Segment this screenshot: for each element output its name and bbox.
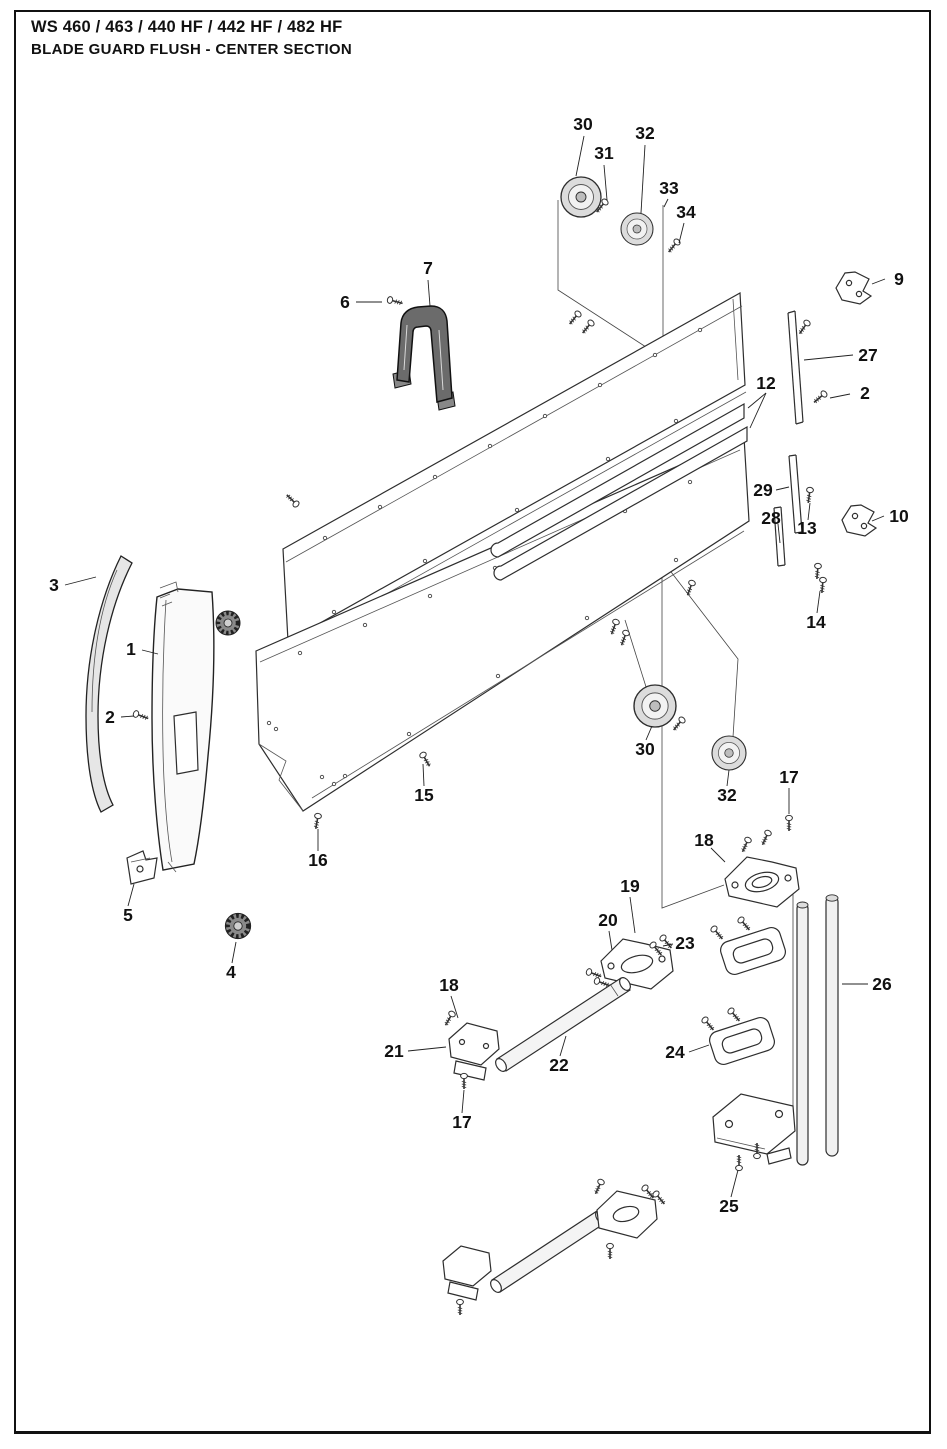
part-14-screws <box>812 562 828 595</box>
part-32-roller-top <box>620 212 654 246</box>
callout-30-top: 30 <box>573 114 593 134</box>
callout-5: 5 <box>123 905 133 925</box>
callout-2-left: 2 <box>105 707 115 727</box>
callout-16: 16 <box>308 850 328 870</box>
part-24-clamp-ring <box>699 1006 775 1066</box>
part-3-edge-strip <box>85 555 133 813</box>
part-6-screw <box>385 295 405 308</box>
part-26-tubes <box>796 894 839 1166</box>
part-13-screw <box>804 486 815 505</box>
part-4-knob-upper <box>216 611 240 635</box>
part-17-screw-right <box>784 814 794 832</box>
callout-19: 19 <box>620 876 640 896</box>
callout-25: 25 <box>719 1196 739 1216</box>
callout-13: 13 <box>797 518 817 538</box>
part-1-guard-cover <box>151 581 215 873</box>
callout-32-mid: 32 <box>717 785 737 805</box>
callout-20: 20 <box>598 910 618 930</box>
callout-6: 6 <box>340 292 350 312</box>
part-9-latch-bracket <box>835 271 873 305</box>
part-23-clamp-ring <box>708 915 786 976</box>
callout-24: 24 <box>665 1042 685 1062</box>
main-guard-panel <box>255 292 750 812</box>
callout-26: 26 <box>872 974 892 994</box>
part-27-strip <box>787 310 813 425</box>
callout-leader-lines <box>64 135 886 1198</box>
callout-10: 10 <box>889 506 909 526</box>
callout-15: 15 <box>414 785 434 805</box>
part-19-20-23-bracket <box>584 933 675 990</box>
title-block: WS 460 / 463 / 440 HF / 442 HF / 482 HF … <box>31 18 352 58</box>
part-28-strip <box>773 506 786 567</box>
part-30-roller-mid <box>633 684 688 733</box>
part-25-mounting-plate <box>712 1093 796 1172</box>
part-22-tube <box>495 977 631 1072</box>
callout-31: 31 <box>594 143 614 163</box>
callout-23: 23 <box>675 933 695 953</box>
callout-17-left: 17 <box>452 1112 471 1132</box>
part-12-wear-strips <box>490 402 748 581</box>
part-2-screw-left <box>131 709 151 723</box>
part-2-screw-right <box>811 388 829 406</box>
callout-7: 7 <box>423 258 433 278</box>
callout-14: 14 <box>806 612 826 632</box>
part-32-roller-mid <box>711 735 747 771</box>
part-4-knob-lower <box>225 913 250 938</box>
callout-29: 29 <box>753 480 773 500</box>
callout-33: 33 <box>659 178 679 198</box>
part-10-latch-bracket <box>841 504 878 537</box>
part-17-screw-left <box>459 1072 469 1090</box>
callout-22: 22 <box>549 1055 569 1075</box>
callout-4: 4 <box>226 962 236 982</box>
part-29-strip <box>788 454 803 534</box>
callout-34: 34 <box>676 202 696 222</box>
part-18-bracket-right <box>724 828 800 908</box>
callout-9: 9 <box>894 269 904 289</box>
callout-2-right: 2 <box>860 383 870 403</box>
callout-12: 12 <box>756 373 776 393</box>
callout-21: 21 <box>384 1041 404 1061</box>
part-16-screw <box>311 812 323 831</box>
callout-3: 3 <box>49 575 59 595</box>
callout-18-left: 18 <box>439 975 459 995</box>
callout-28: 28 <box>761 508 781 528</box>
part-30-roller-top <box>560 176 602 218</box>
callout-labels: 30 32 31 33 34 7 6 9 27 2 12 29 28 13 10… <box>49 114 909 1216</box>
title-line-2: BLADE GUARD FLUSH - CENTER SECTION <box>31 41 353 58</box>
callout-27: 27 <box>858 345 877 365</box>
assembly-axis-lines <box>557 200 794 1112</box>
bottom-sub-assembly <box>442 1177 668 1316</box>
callout-17-right: 17 <box>779 767 798 787</box>
part-34-screw <box>665 237 683 255</box>
title-line-1: WS 460 / 463 / 440 HF / 442 HF / 482 HF <box>31 18 343 36</box>
part-15-screw <box>417 750 434 769</box>
callout-1: 1 <box>126 639 136 659</box>
callout-30-mid: 30 <box>635 739 655 759</box>
page-border <box>14 10 931 1434</box>
part-7-handle <box>392 305 456 411</box>
callout-18-right: 18 <box>694 830 714 850</box>
callout-32-top: 32 <box>635 123 655 143</box>
part-21-bracket <box>441 1009 500 1081</box>
part-5-bracket <box>126 850 158 885</box>
